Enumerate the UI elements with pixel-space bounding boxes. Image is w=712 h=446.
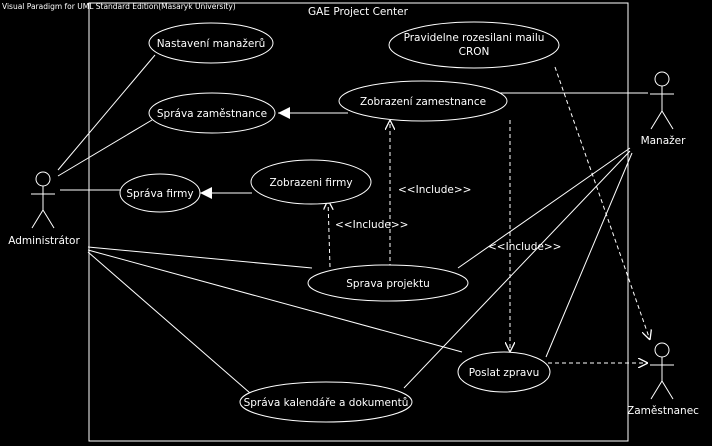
use-case-sprava-firmy[interactable]: Správa firmy — [119, 173, 201, 213]
use-case-zobrazeni-firmy[interactable]: Zobrazeni firmy — [250, 159, 372, 205]
use-case-sprava-projektu[interactable]: Sprava projektu — [307, 264, 469, 302]
use-case-label: Nastavení manažerů — [157, 38, 266, 50]
actor-label: Manažer — [641, 135, 687, 147]
use-case-sprava-zamestnance[interactable]: Správa zaměstnance — [148, 92, 276, 134]
system-title: GAE Project Center — [308, 6, 409, 18]
use-case-poslat-zpravu[interactable]: Poslat zpravu — [457, 351, 551, 393]
stick-figure-icon — [31, 171, 55, 229]
use-case-label-line1: Pravidelne rozesilani mailu — [404, 32, 545, 44]
include-arrow-company — [328, 200, 330, 268]
use-case-zobrazeni-zamestnance[interactable]: Zobrazení zamestnance — [338, 80, 508, 122]
actor-administrator[interactable]: Administrátor — [8, 171, 80, 247]
use-case-label: Správa kalendáře a dokumentů — [244, 397, 409, 409]
actor-label: Administrátor — [8, 235, 80, 247]
stick-figure-icon — [650, 71, 674, 130]
actor-label: Zaměstnanec — [627, 405, 699, 417]
admin-associations — [57, 54, 463, 394]
actor-manager[interactable]: Manažer — [641, 71, 687, 147]
watermark-text: Visual Paradigm for UML Standard Edition… — [2, 2, 236, 11]
use-case-label: Sprava projektu — [346, 278, 429, 290]
include-label-3: <<Include>> — [488, 241, 561, 253]
system-boundary — [88, 2, 629, 442]
use-case-cron-mailing[interactable]: Pravidelne rozesilani mailu CRON — [388, 21, 560, 69]
manager-associations — [403, 92, 648, 389]
use-case-label: Správa firmy — [126, 188, 193, 200]
actor-employee[interactable]: Zaměstnanec — [627, 342, 699, 417]
use-case-nastaveni-manazeru[interactable]: Nastavení manažerů — [148, 22, 274, 64]
include-label-2: <<Include>> — [335, 219, 408, 231]
use-case-label: Poslat zpravu — [469, 367, 539, 379]
use-case-label: Zobrazeni firmy — [269, 177, 352, 189]
include-label-1: <<Include>> — [398, 184, 471, 196]
cron-dependency-arrow — [554, 66, 650, 340]
use-case-label: Správa zaměstnance — [157, 108, 267, 120]
use-case-label-line2: CRON — [459, 46, 490, 58]
use-case-sprava-kalendare[interactable]: Správa kalendáře a dokumentů — [239, 381, 413, 423]
stick-figure-icon — [650, 342, 674, 400]
use-case-label: Zobrazení zamestnance — [360, 96, 486, 108]
